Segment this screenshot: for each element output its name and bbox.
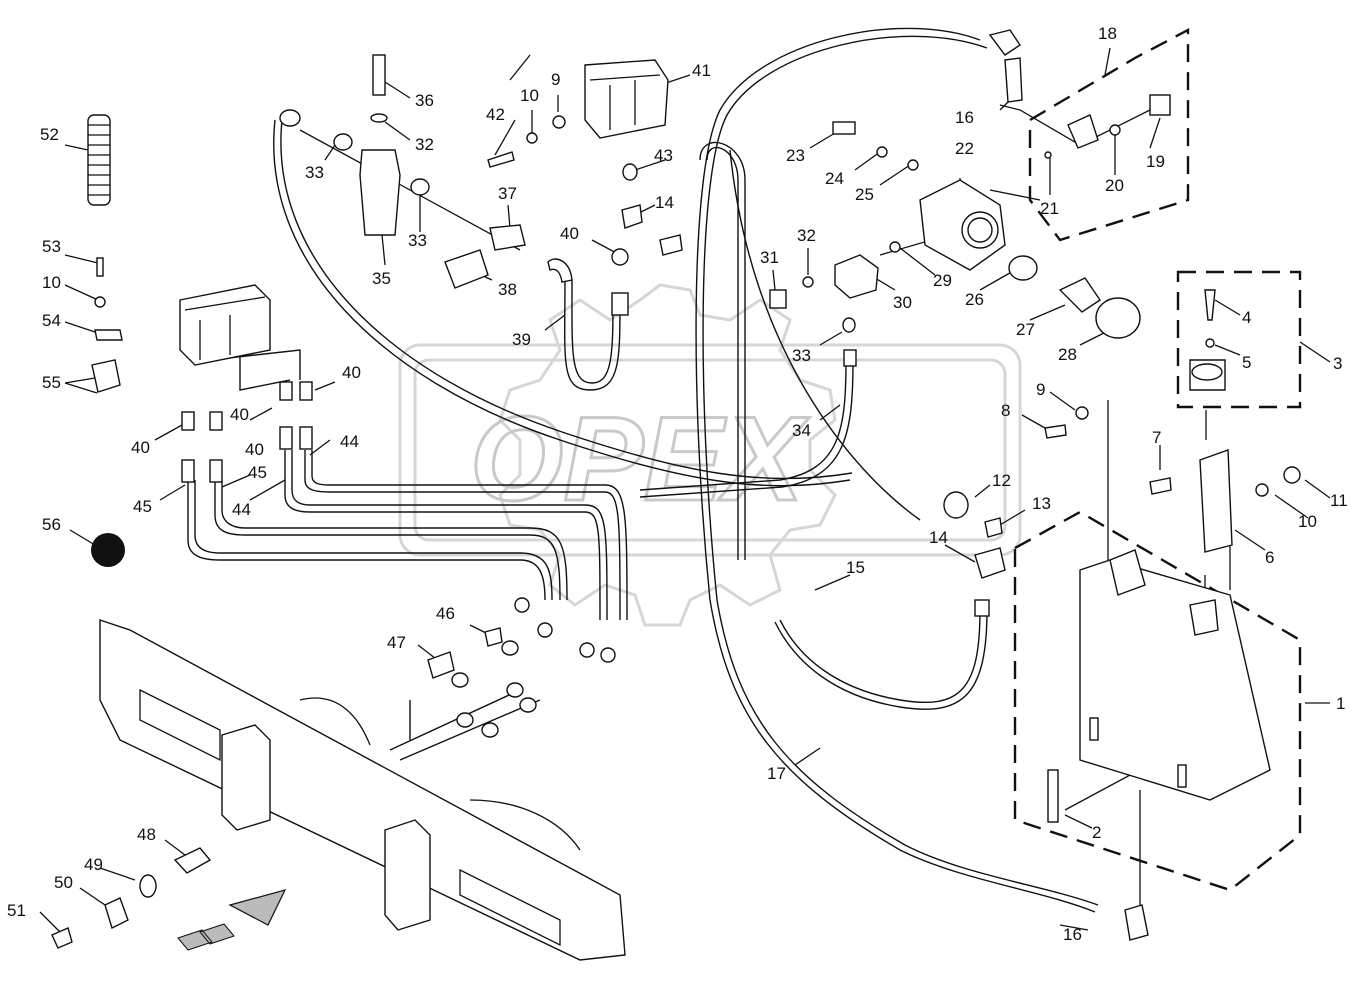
callout-18: 18 [1098,24,1117,43]
direction-arrow [228,889,287,926]
components [51,29,1301,961]
callout-16: 16 [1063,925,1082,944]
callout-33: 33 [305,163,324,182]
callout-54: 54 [42,311,61,330]
callout-6: 6 [1265,548,1274,567]
callout-40c: 40 [230,405,249,424]
callout-40b: 40 [342,363,361,382]
callout-30: 30 [893,293,912,312]
callout-17: 17 [767,764,786,783]
callout-53: 53 [42,237,61,256]
callout-11: 11 [1330,491,1348,510]
callout-46: 46 [436,604,455,623]
callout-20: 20 [1105,176,1124,195]
callout-10b: 10 [520,86,539,105]
callout-42: 42 [486,105,505,124]
callout-16b: 16 [955,108,974,127]
callout-31: 31 [760,248,779,267]
callout-15: 15 [846,558,865,577]
callout-49: 49 [84,855,103,874]
callout-36: 36 [415,91,434,110]
callout-33c: 33 [792,346,811,365]
callout-39: 39 [512,330,531,349]
callout-33b: 33 [408,231,427,250]
callout-5: 5 [1242,353,1251,372]
callout-7: 7 [1152,428,1161,447]
callout-38: 38 [498,280,517,299]
callout-3: 3 [1333,354,1342,373]
callout-14b: 14 [929,528,948,547]
callout-8: 8 [1001,401,1010,420]
part-56-disc [91,533,125,567]
callout-9: 9 [551,70,560,89]
callout-32: 32 [415,135,434,154]
callout-44b: 44 [232,500,251,519]
callout-27: 27 [1016,320,1035,339]
callout-55: 55 [42,373,61,392]
callout-34: 34 [792,421,811,440]
callout-40d: 40 [131,438,150,457]
callout-40e: 40 [245,440,264,459]
callout-43: 43 [654,146,673,165]
callout-23: 23 [786,146,805,165]
callout-37: 37 [498,184,517,203]
callout-22: 22 [955,139,974,158]
callout-13: 13 [1032,494,1051,513]
callout-2: 2 [1092,823,1101,842]
box-18 [1028,28,1190,242]
callout-56: 56 [42,515,61,534]
callout-10: 10 [42,273,61,292]
callout-45: 45 [248,463,267,482]
callout-40: 40 [560,224,579,243]
assembly-boxes [1013,28,1302,892]
callout-labels: 52 53 10 54 55 56 36 32 33 35 33 42 10 9… [7,24,1348,944]
callout-47: 47 [387,633,406,652]
callout-21: 21 [1040,199,1059,218]
callout-12: 12 [992,471,1011,490]
callout-26: 26 [965,290,984,309]
callout-50: 50 [54,873,73,892]
watermark-text: OPEX [470,392,810,526]
callout-25: 25 [855,185,874,204]
callout-24: 24 [825,169,844,188]
callout-35: 35 [372,269,391,288]
callout-28: 28 [1058,345,1077,364]
hose-lines [187,27,1099,913]
hose-sleeve-52 [87,114,111,206]
callout-1: 1 [1336,694,1345,713]
callout-41: 41 [692,61,711,80]
callout-45b: 45 [133,497,152,516]
callout-19: 19 [1146,152,1165,171]
callout-29: 29 [933,271,952,290]
callout-9b: 9 [1036,380,1045,399]
callout-14: 14 [655,193,674,212]
opex-watermark: OPEX [398,283,1022,627]
callout-52: 52 [40,125,59,144]
callout-44: 44 [340,432,359,451]
box-3 [1176,270,1302,409]
callout-48: 48 [137,825,156,844]
callout-4: 4 [1242,308,1251,327]
callout-32b: 32 [797,226,816,245]
callout-51: 51 [7,901,26,920]
callout-10c: 10 [1298,512,1317,531]
